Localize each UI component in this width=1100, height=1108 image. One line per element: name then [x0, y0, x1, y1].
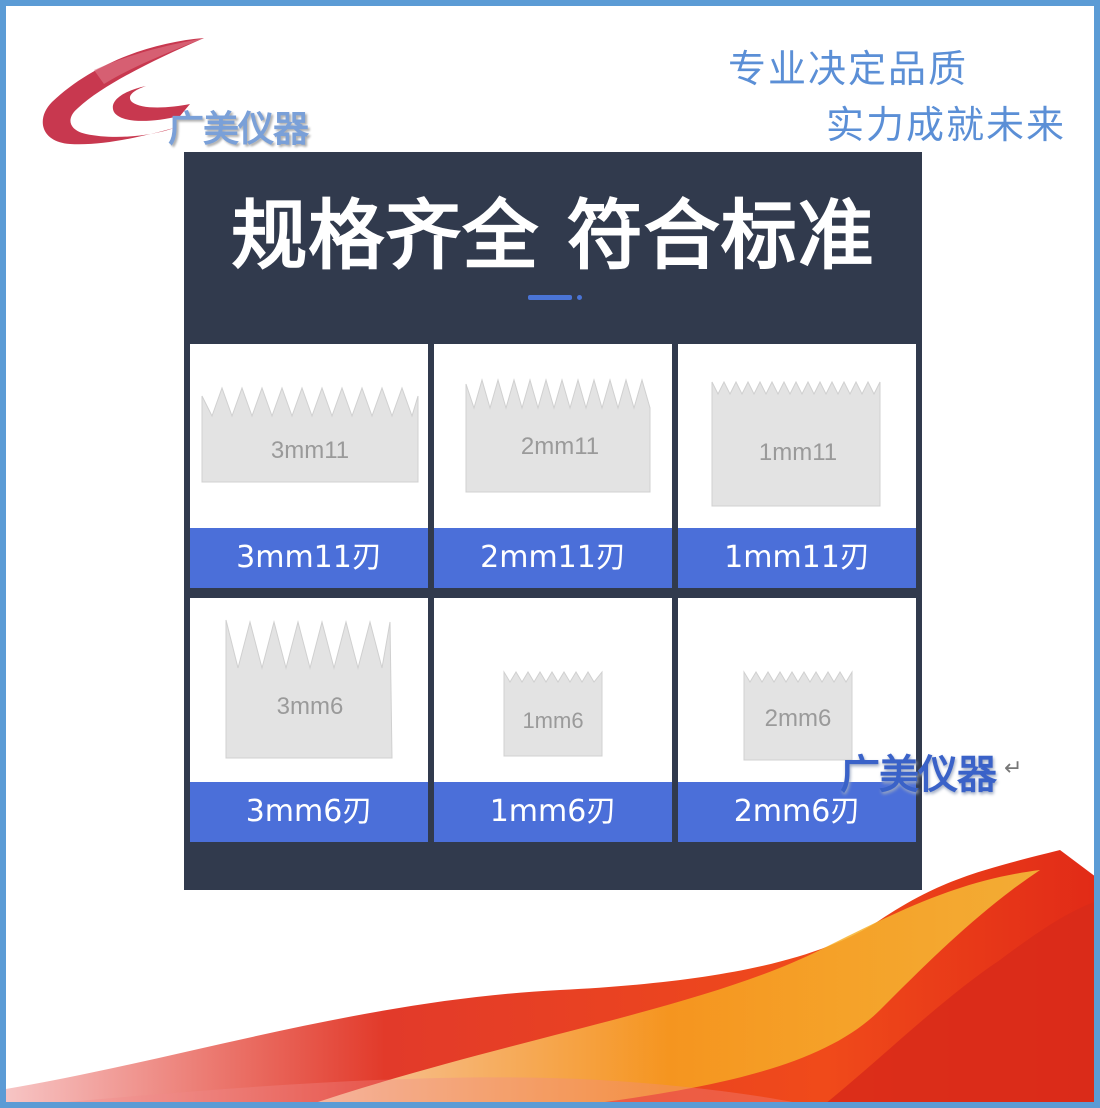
- product-label: 3mm6刃: [190, 782, 428, 842]
- product-label: 2mm11刃: [434, 528, 672, 588]
- product-card[interactable]: 2mm11 2mm11刃: [434, 344, 672, 588]
- blade-image: 3mm6: [225, 619, 393, 759]
- blade-text: 2mm6: [765, 705, 832, 732]
- blade-image: 1mm11: [711, 380, 881, 507]
- panel-title: 规格齐全 符合标准: [231, 191, 875, 280]
- slogan-line-2: 实力成就未来: [826, 103, 1067, 147]
- title-underline: [528, 295, 572, 300]
- blade-text: 1mm6: [522, 708, 583, 733]
- blade-text: 3mm11: [271, 437, 349, 464]
- blade-image: 3mm11: [201, 386, 419, 483]
- blade-image: 1mm6: [503, 670, 603, 757]
- blade-text: 3mm6: [277, 693, 344, 720]
- logo-swoosh: [42, 38, 204, 145]
- blade-image: 2mm11: [465, 378, 651, 493]
- product-label: 2mm6刃: [678, 782, 916, 842]
- decorative-wave: [0, 850, 1100, 1108]
- product-label: 3mm11刃: [190, 528, 428, 588]
- product-card[interactable]: 1mm6 1mm6刃: [434, 598, 672, 842]
- blade-image: 2mm6: [743, 670, 853, 761]
- blade-text: 1mm11: [759, 439, 837, 466]
- brand-name: 广美仪器: [168, 109, 309, 150]
- product-card[interactable]: 1mm11 1mm11刃: [678, 344, 916, 588]
- slogan-line-1: 专业决定品质: [728, 47, 969, 91]
- product-card[interactable]: 2mm6 2mm6刃: [678, 598, 916, 842]
- title-dot: [577, 295, 582, 300]
- product-label: 1mm6刃: [434, 782, 672, 842]
- blade-text: 2mm11: [521, 433, 599, 460]
- paragraph-mark-icon: ↵: [1004, 756, 1023, 781]
- watermark-text: 广美仪器: [840, 752, 997, 798]
- product-label: 1mm11刃: [678, 528, 916, 588]
- product-card[interactable]: 3mm11 3mm11刃: [190, 344, 428, 588]
- product-card[interactable]: 3mm6 3mm6刃: [190, 598, 428, 842]
